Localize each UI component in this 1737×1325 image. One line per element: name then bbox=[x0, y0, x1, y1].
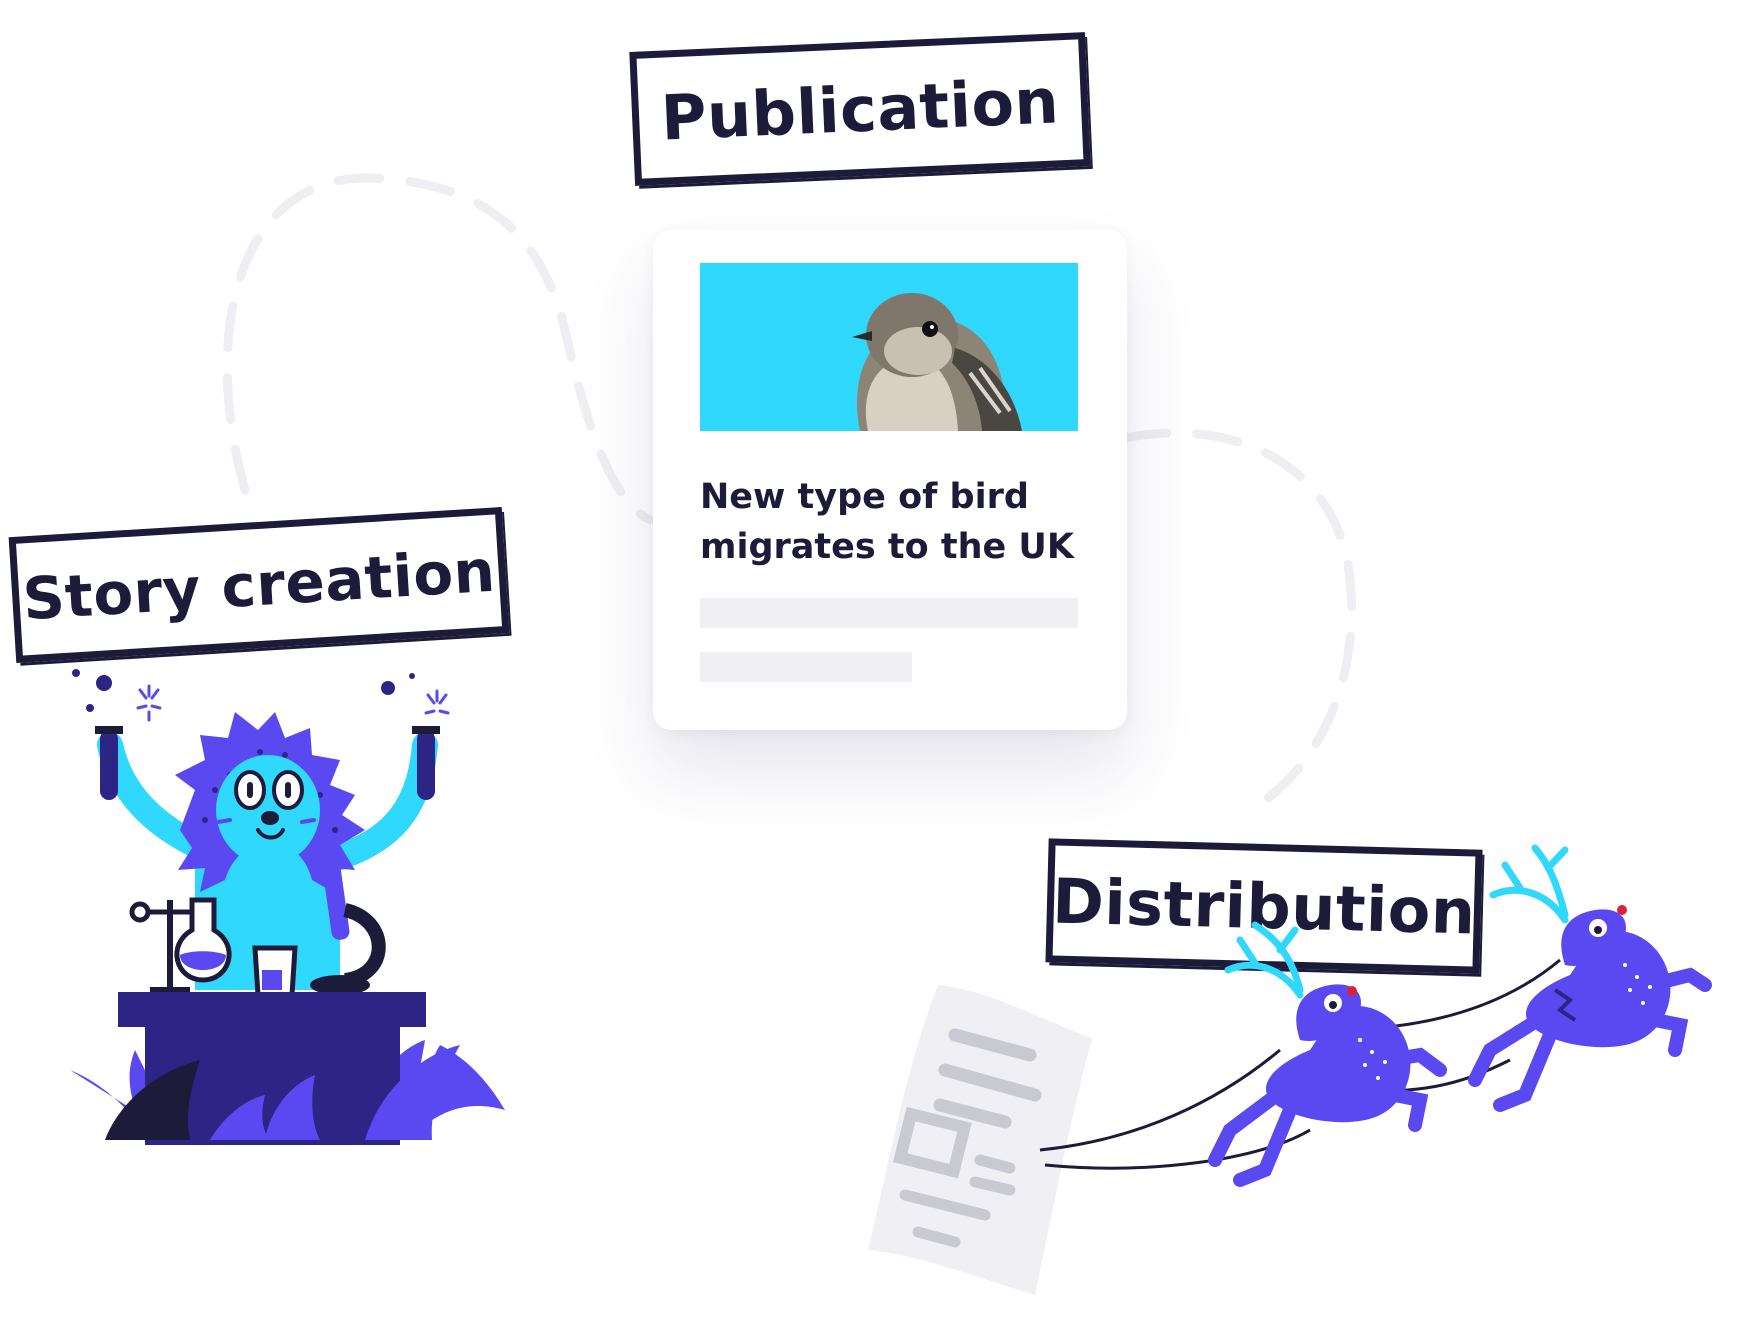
test-tube-icon bbox=[95, 726, 440, 800]
dashed-path-story-to-publication bbox=[222, 173, 655, 525]
microscope-icon bbox=[310, 860, 386, 995]
beaker-icon bbox=[252, 918, 298, 998]
desk-top bbox=[118, 992, 426, 1027]
bird-icon bbox=[852, 293, 1022, 431]
text-placeholder-line-short bbox=[700, 652, 912, 682]
flask-icon bbox=[129, 897, 232, 993]
article-image bbox=[700, 263, 1078, 431]
reins bbox=[1039, 958, 1561, 1170]
spark-icon bbox=[72, 669, 415, 712]
plant-icon-foreground bbox=[105, 1045, 460, 1140]
reindeer-icon bbox=[1208, 921, 1447, 1187]
hedgehog-eyes bbox=[234, 770, 304, 810]
article-headline[interactable]: New type of bird migrates to the UK bbox=[700, 477, 1074, 567]
reindeer-icon bbox=[1468, 844, 1712, 1112]
paper-document-icon bbox=[868, 985, 1092, 1295]
text-placeholder-line bbox=[700, 598, 1078, 628]
article-card[interactable]: New type of bird migrates to the UK bbox=[653, 230, 1127, 730]
sparkle-icon bbox=[136, 684, 450, 722]
dashed-path-publication-to-distribution bbox=[1120, 428, 1357, 805]
